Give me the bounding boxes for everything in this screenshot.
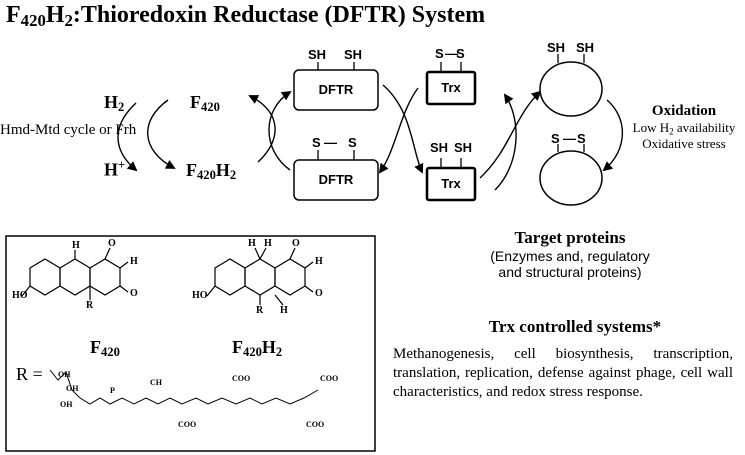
trx-s-dash: — — [445, 46, 458, 61]
r-coo-3: COO — [306, 420, 325, 429]
target-line2: and structural proteins) — [498, 264, 642, 280]
dftr-s-left: S — [312, 135, 321, 150]
target-line1: (Enzymes and, regulatory — [490, 248, 650, 264]
oxidation-title: Oxidation — [651, 103, 717, 119]
f420h2-nh: H — [315, 256, 323, 267]
f420h2-label: F420H2 — [186, 160, 237, 183]
f420h2-to-f420-arrow — [248, 95, 276, 163]
page-title: F420H2:Thioredoxin Reductase (DFTR) Syst… — [6, 2, 486, 31]
target-s-left: S — [551, 131, 560, 146]
oxidation-block: Oxidation Low H2 availability Oxidative … — [624, 103, 744, 152]
r-equals-label: R = — [16, 364, 43, 384]
f420-ho-label: HO — [12, 290, 28, 301]
r-coo-4: COO — [320, 374, 339, 383]
hplus-label: H+ — [104, 158, 126, 180]
r-coo-1: COO — [178, 420, 197, 429]
r-oh-1: OH — [58, 370, 71, 379]
target-sh-right: SH — [576, 40, 595, 55]
f420h2-o-bottom: O — [315, 288, 323, 299]
dftr-s-dash: — — [324, 135, 337, 150]
oxidation-line1: Low H2 availability — [632, 120, 736, 137]
oxidation-line2: Oxidative stress — [642, 136, 726, 152]
trx-reduced-label: Trx — [441, 176, 461, 191]
trx-s-left: S — [435, 46, 444, 61]
f420h2-structure — [206, 247, 314, 306]
f420h2-structure-label: F420H2 — [232, 337, 283, 360]
structures-panel — [5, 235, 376, 452]
f420h2-h1: H — [248, 238, 256, 249]
r-side-chain — [49, 369, 319, 405]
f420-structure — [21, 247, 129, 300]
f420h2-o-top: O — [292, 238, 300, 249]
r-oh-2: OH — [66, 384, 79, 393]
target-sh-left: SH — [547, 40, 566, 55]
r-coo-2: COO — [232, 374, 251, 383]
h2-oxidation-arrow — [117, 102, 138, 172]
f420-r-label: R — [86, 300, 94, 311]
f420-reduction-arrow — [147, 99, 176, 169]
dftr-reduction-arrow — [268, 90, 292, 171]
trx-sh-left: SH — [430, 140, 449, 155]
target-proteins-block: Target proteins (Enzymes and, regulatory… — [455, 228, 685, 280]
target-protein-oxidized — [539, 150, 603, 206]
trx-systems-body: Methanogenesis, cell biosynthesis, trans… — [393, 346, 733, 400]
f420-label: F420 — [190, 92, 220, 115]
r-p-label: P — [110, 386, 115, 395]
trx-oxidized-label: Trx — [441, 80, 461, 95]
f420h2-h-bottom: H — [280, 305, 288, 316]
dftr-reduced-label: DFTR — [318, 82, 354, 97]
target-protein-reduced — [539, 61, 603, 117]
hmd-mtd-label: Hmd-Mtd cycle or Frh — [0, 122, 137, 138]
f420-o-top: O — [108, 238, 116, 249]
f420h2-r-label: R — [256, 305, 264, 316]
r-ch3-label: CH — [150, 378, 162, 387]
trx-systems-title: Trx controlled systems* — [488, 317, 662, 336]
target-s-right: S — [577, 131, 586, 146]
dftr-s-right: S — [348, 135, 357, 150]
h2-label: H2 — [104, 92, 125, 115]
r-oh-3: OH — [60, 400, 73, 409]
dftr-sh-left: SH — [308, 47, 327, 62]
dftr-oxidized-label: DFTR — [318, 172, 354, 187]
f420-nh: H — [130, 256, 138, 267]
trx-reduced-box — [425, 166, 477, 202]
trx-s-right: S — [456, 46, 465, 61]
target-title: Target proteins — [514, 228, 626, 247]
f420-h-label: H — [72, 240, 80, 251]
dftr-sh-right: SH — [344, 47, 363, 62]
f420-o-bottom: O — [130, 288, 138, 299]
dftr-reduced-box — [293, 69, 379, 111]
trx-reoxidation-arrow — [494, 93, 517, 191]
dftr-to-trx-arrow-b — [378, 87, 419, 174]
trx-to-target-arrow — [479, 90, 542, 179]
f420-structure-label: F420 — [90, 337, 120, 360]
trx-oxidized-box — [425, 70, 477, 106]
trx-sh-right: SH — [454, 140, 473, 155]
oxidation-arrow — [602, 99, 624, 172]
dftr-oxidized-box — [293, 159, 379, 201]
dftr-to-trx-arrow-a — [382, 84, 424, 174]
f420h2-ho-label: HO — [192, 290, 208, 301]
f420h2-h2: H — [264, 238, 272, 249]
target-s-dash: — — [563, 131, 576, 146]
